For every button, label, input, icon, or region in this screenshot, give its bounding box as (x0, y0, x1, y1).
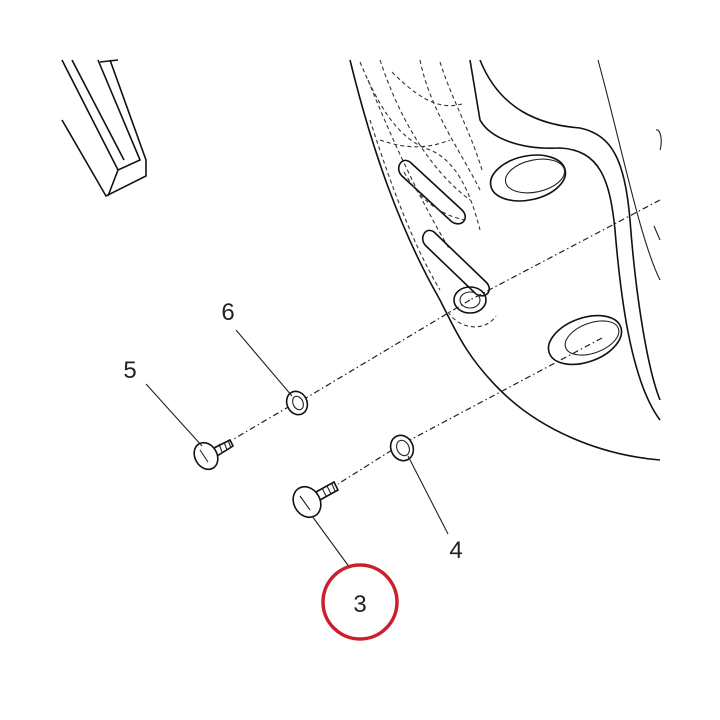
housing-body (349, 59, 662, 461)
highlight-circle (321, 563, 399, 641)
callout-4: 4 (449, 537, 462, 564)
screw-5 (193, 438, 235, 471)
screw-3 (292, 480, 340, 519)
callout-6: 6 (221, 299, 234, 326)
leader-lines (145, 329, 449, 569)
bracket-rail (61, 59, 147, 198)
washer-4 (389, 434, 415, 462)
washer-6 (285, 390, 309, 416)
callout-3: 3 (353, 591, 366, 618)
axis-lines (231, 199, 661, 485)
callout-5: 5 (123, 357, 136, 384)
